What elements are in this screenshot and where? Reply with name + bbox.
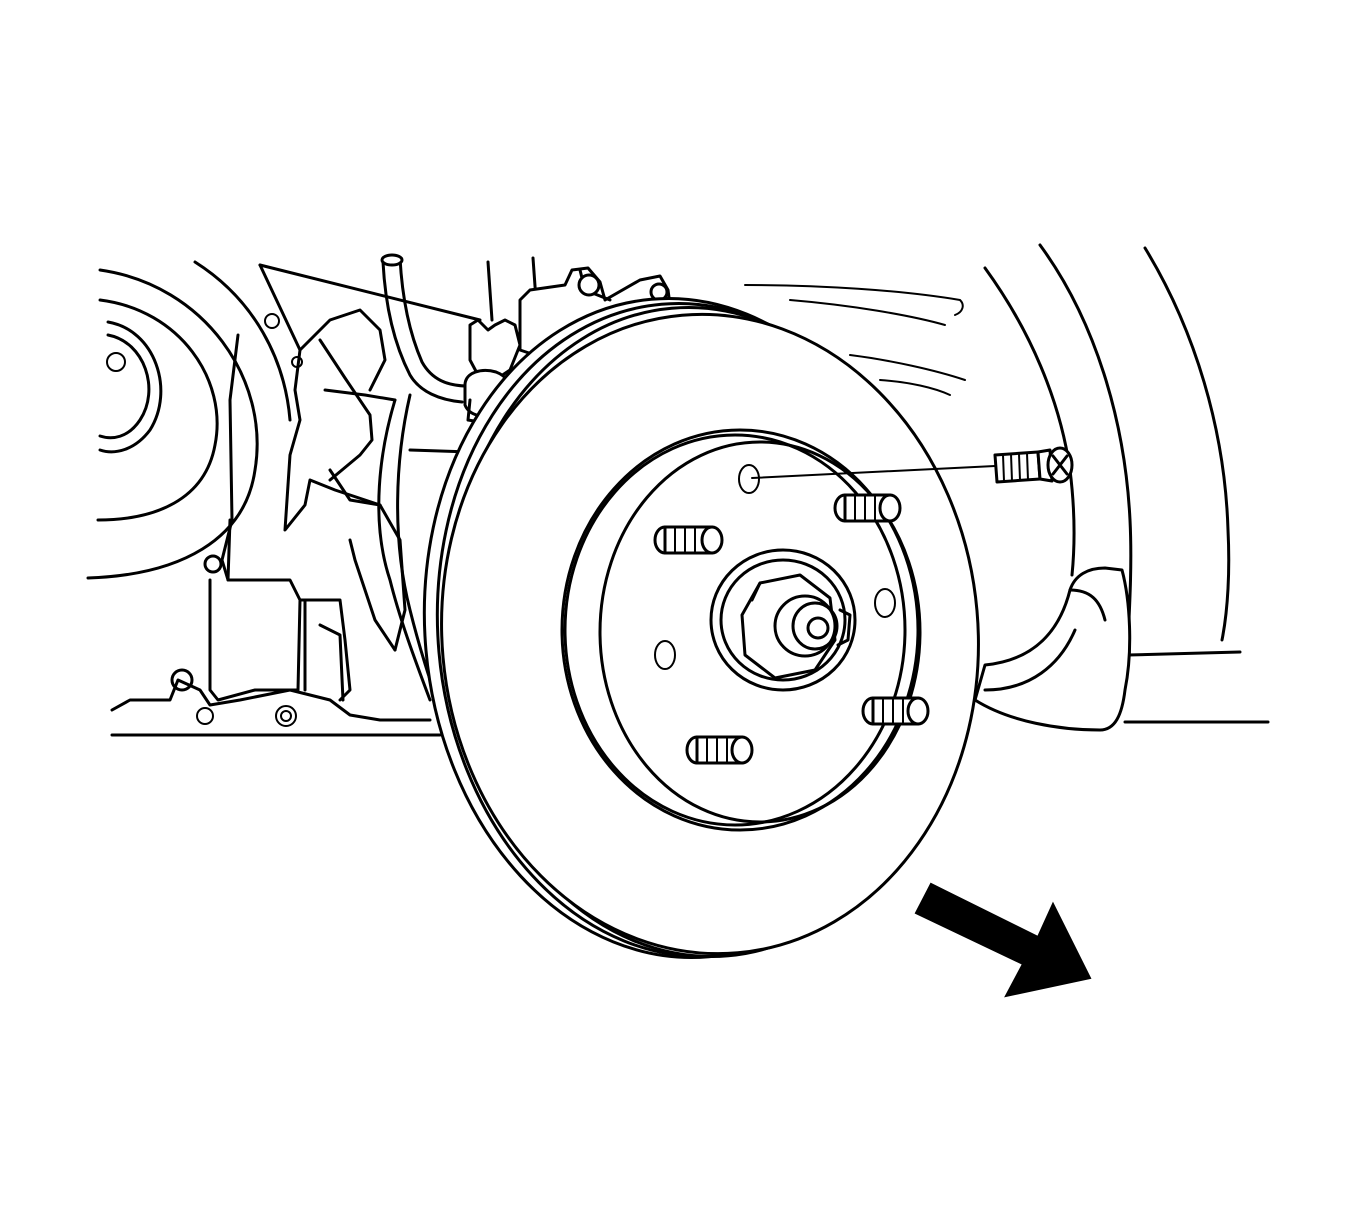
wheel-stud	[833, 493, 902, 523]
wheel-hub	[709, 548, 857, 692]
rotor-screw-hole	[738, 464, 760, 494]
wheel-stud	[685, 735, 754, 765]
suspension-knuckle	[110, 263, 482, 737]
wheel-stud	[653, 525, 724, 555]
arrow-icon	[914, 882, 1092, 998]
rotor-retaining-screw	[751, 446, 1074, 484]
wheel-stud	[861, 696, 930, 726]
wheel-studs	[653, 493, 930, 765]
backing-plate	[86, 260, 303, 727]
splash-shield	[973, 566, 1132, 732]
